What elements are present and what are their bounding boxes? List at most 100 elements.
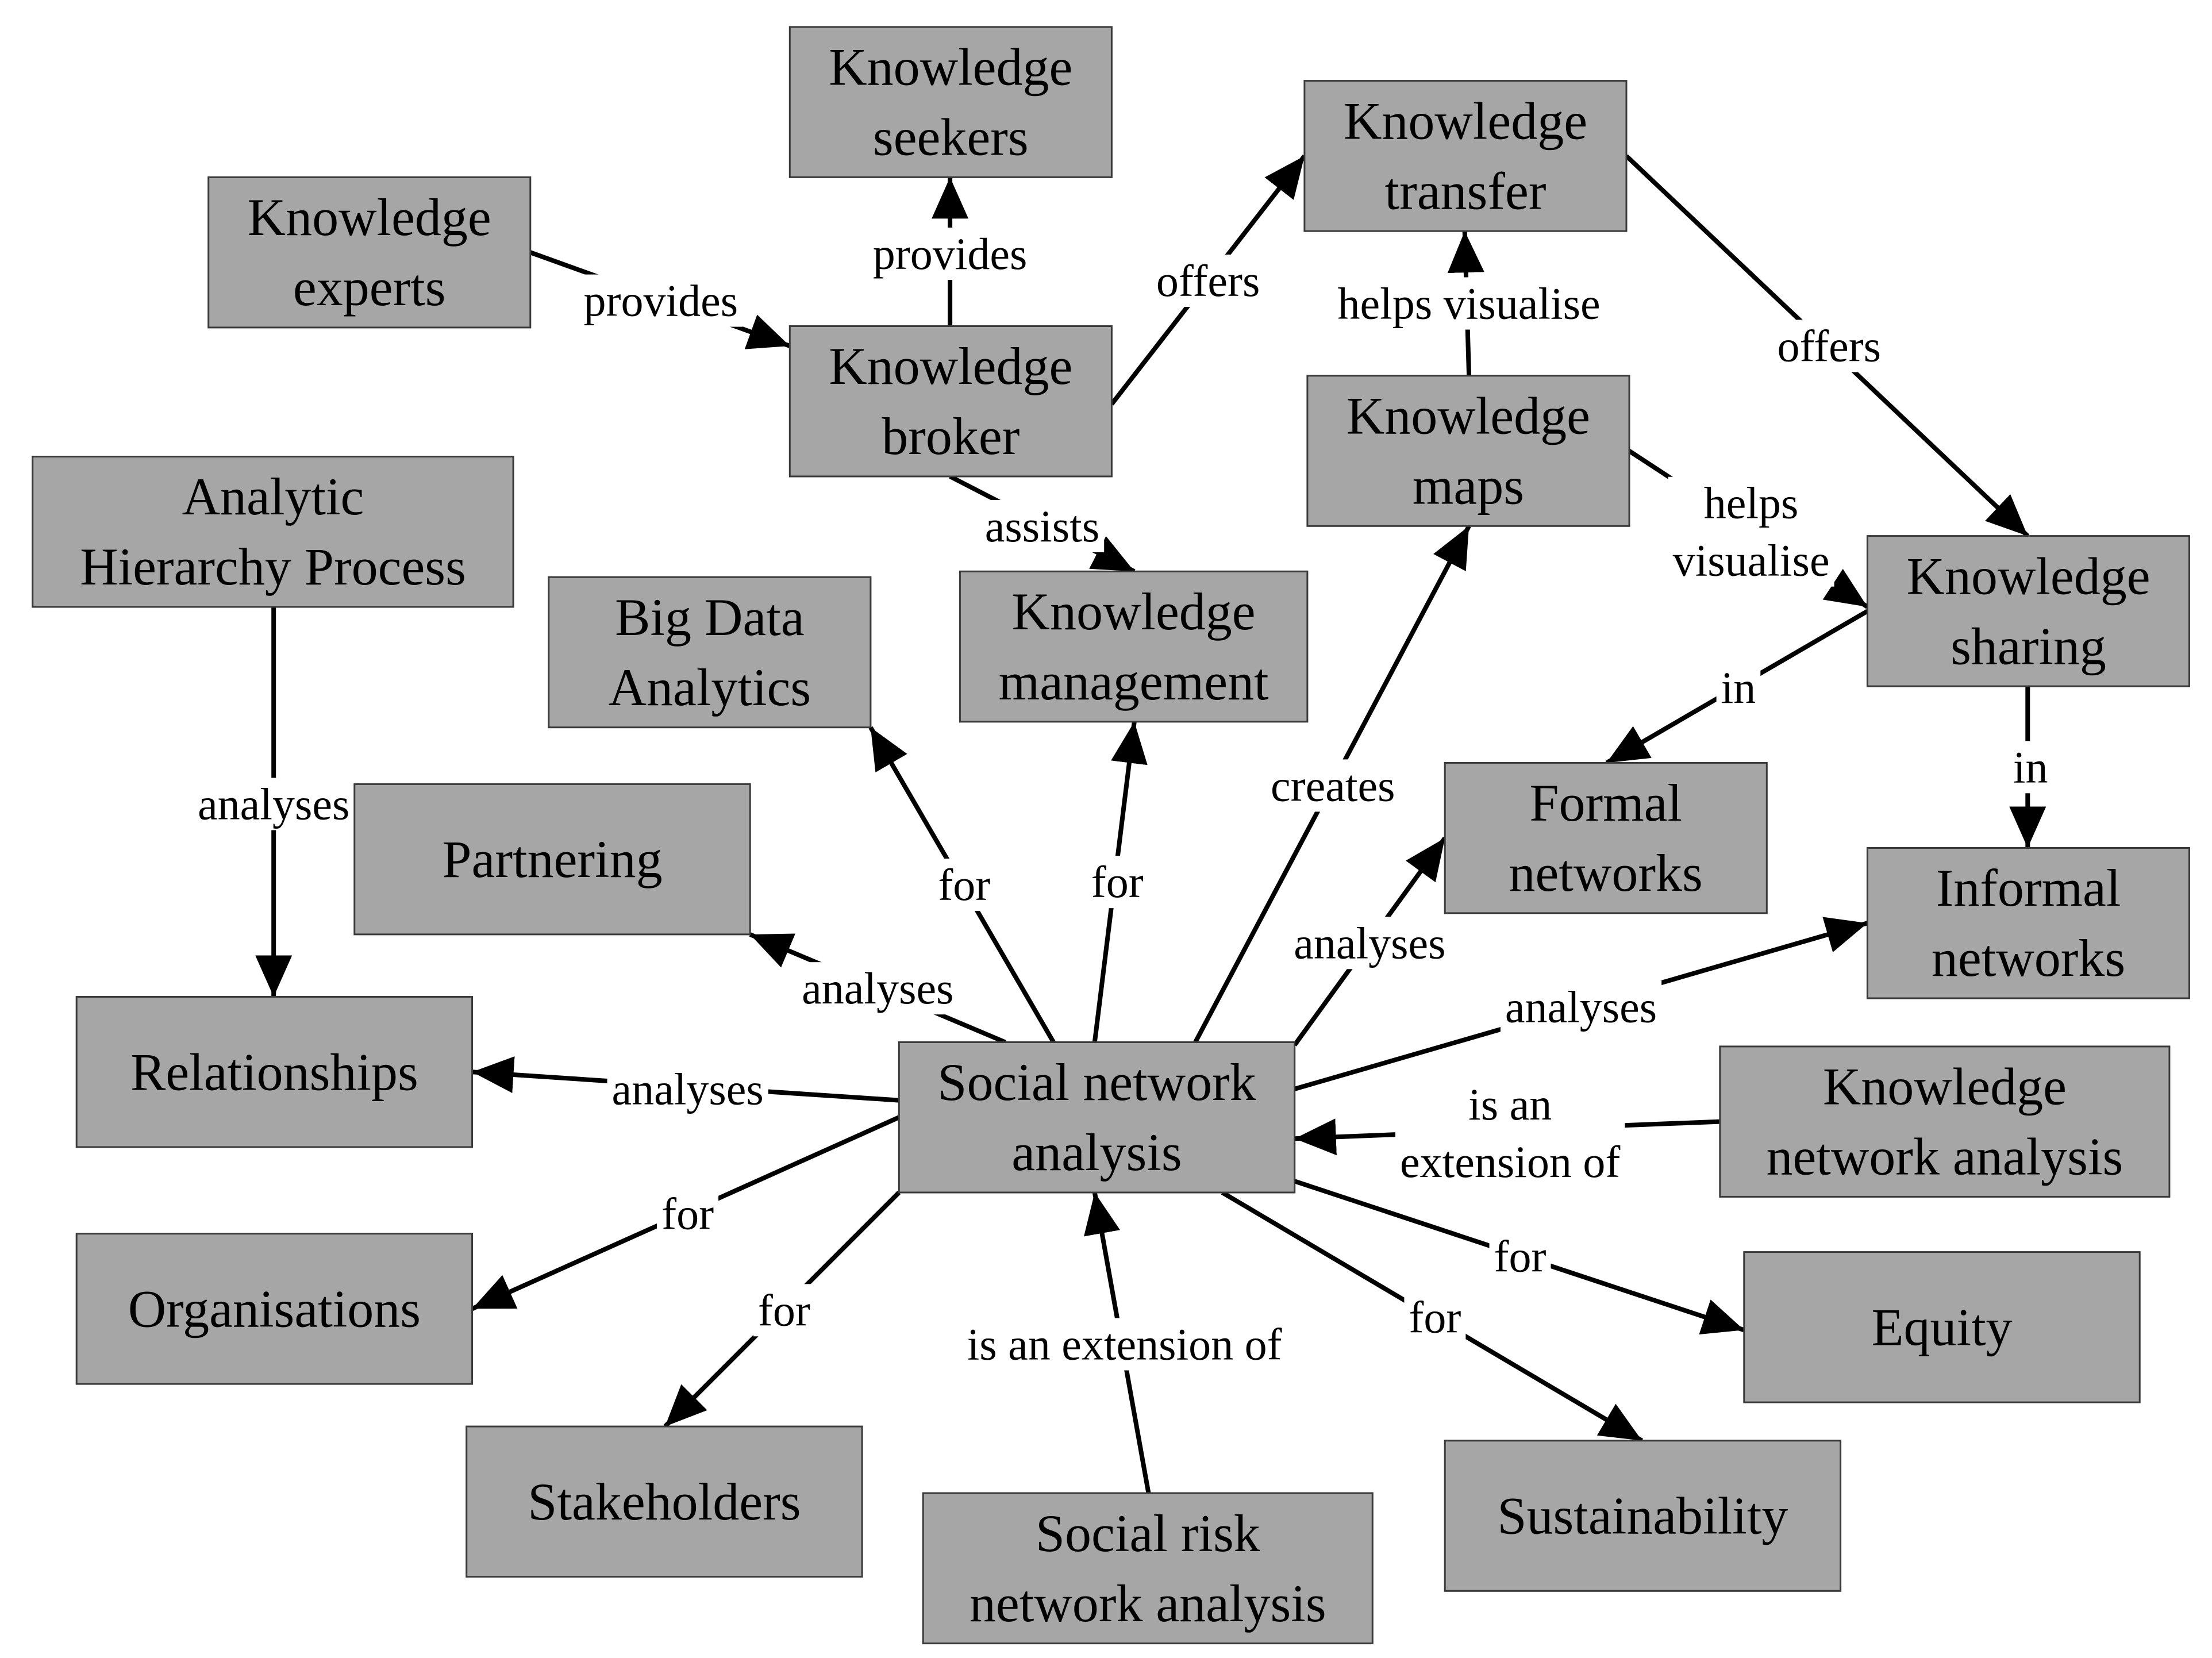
edge-label-text: creates <box>1271 760 1395 810</box>
edge-label-sna-to-sustainability: for <box>1404 1291 1466 1344</box>
edge-label-broker-to-seekers: provides <box>868 228 1032 280</box>
edge-label-sna-to-relationships: analyses <box>607 1063 768 1115</box>
edge-label-sna-to-informal: analyses <box>1500 980 1662 1033</box>
node-box <box>898 1041 1296 1194</box>
edge-label-text: analyses <box>611 1064 763 1114</box>
node-label: Relationships <box>130 1042 418 1101</box>
edge-label-sna-to-organisations: for <box>657 1187 719 1240</box>
edge-label-background <box>2008 741 2053 794</box>
node-box <box>1866 847 2190 999</box>
edge-label-text: analyses <box>1505 982 1657 1032</box>
node-label: experts <box>293 258 446 317</box>
edge-label-background <box>1151 255 1265 307</box>
node-label: maps <box>1413 457 1524 516</box>
node-box <box>207 176 532 329</box>
node-box <box>1303 80 1628 232</box>
node-box <box>788 325 1113 478</box>
node-label: Equity <box>1871 1298 2012 1356</box>
edge-label-background <box>657 1187 719 1240</box>
edge-label-background <box>1716 661 1761 714</box>
edge-label-background <box>579 274 743 327</box>
edge-label-text: for <box>758 1285 810 1335</box>
edge-label-text: analyses <box>1294 918 1445 968</box>
node-box <box>466 1425 863 1578</box>
edge-label-text: for <box>661 1189 714 1239</box>
node-label: Analytic <box>182 467 364 526</box>
edge-label-maps-to-transfer: helps visualise <box>1333 277 1605 330</box>
node-label: Partnering <box>442 830 662 888</box>
edge-label-text: visualise <box>1673 536 1830 586</box>
edge-label-sharing-to-informal: in <box>2008 741 2053 794</box>
edge-label-text: helps visualise <box>1338 279 1601 329</box>
node-label: Big Data <box>615 588 805 647</box>
edge-label-text: provides <box>873 229 1028 279</box>
edge-label-experts-to-broker: provides <box>579 274 743 327</box>
node-box <box>1306 375 1630 527</box>
edge-label-sna-to-equity: for <box>1489 1230 1551 1283</box>
node-label: management <box>999 652 1269 711</box>
node-sustainability: Sustainability <box>1444 1440 1842 1592</box>
edge-label-text: is an extension of <box>967 1320 1282 1370</box>
node-label: Knowledge <box>1347 387 1590 445</box>
edge-label-background <box>933 859 995 911</box>
node-box <box>959 570 1309 723</box>
edge-label-maps-to-sharing: helps visualise <box>1668 476 1834 587</box>
node-label: Hierarchy Process <box>80 537 466 596</box>
node-label: network analysis <box>1766 1128 2123 1186</box>
node-equity: Equity <box>1743 1251 2141 1403</box>
edge-label-text: analyses <box>802 963 953 1013</box>
node-label: Social network <box>937 1053 1256 1111</box>
edge-label-srna-to-sna: is an extension of <box>962 1318 1287 1371</box>
edge-label-background <box>1500 980 1662 1033</box>
node-box <box>75 1233 474 1385</box>
edge-label-sna-to-maps: creates <box>1266 759 1400 812</box>
edge-label-transfer-to-sharing: offers <box>1772 320 1886 372</box>
edge-label-sna-to-bigdata: for <box>933 859 995 911</box>
edge-label-text: helps <box>1704 478 1799 528</box>
node-srna: Social risk network analysis <box>922 1492 1374 1645</box>
edge-label-background <box>868 228 1032 280</box>
node-label: transfer <box>1385 161 1547 220</box>
node-label: Organisations <box>128 1279 421 1338</box>
edge-label-background <box>1668 476 1834 587</box>
node-label: networks <box>1509 844 1703 902</box>
edge-label-sna-to-formal: analyses <box>1289 917 1451 970</box>
node-label: Formal <box>1529 774 1682 832</box>
node-box <box>1444 1440 1842 1592</box>
edge-label-sna-to-partnering: analyses <box>797 962 959 1015</box>
node-organisations: Organisations <box>75 1233 474 1385</box>
edge-label-sna-to-km: for <box>1086 856 1148 909</box>
edge-label-background <box>1395 1078 1625 1188</box>
node-label: seekers <box>873 108 1029 167</box>
node-box <box>32 456 514 608</box>
edge-label-background <box>1333 277 1605 330</box>
node-box <box>1444 761 1768 914</box>
edge-label-broker-to-km: assists <box>980 499 1105 552</box>
edge-label-background <box>607 1063 768 1115</box>
node-label: Social risk <box>1036 1504 1260 1563</box>
node-label: network analysis <box>970 1574 1326 1633</box>
node-label: Knowledge <box>1906 547 2150 605</box>
edge-label-broker-to-transfer: offers <box>1151 255 1265 307</box>
node-sna: Social network analysis <box>898 1041 1296 1194</box>
edge-label-text: analyses <box>198 779 349 829</box>
node-box <box>75 996 474 1148</box>
node-stakeholders: Stakeholders <box>466 1425 863 1578</box>
edge-label-text: for <box>1494 1232 1547 1282</box>
node-label: analysis <box>1011 1123 1182 1182</box>
edge-label-text: extension of <box>1400 1137 1620 1187</box>
edge-label-background <box>1489 1230 1551 1283</box>
edge-label-background <box>1266 759 1400 812</box>
